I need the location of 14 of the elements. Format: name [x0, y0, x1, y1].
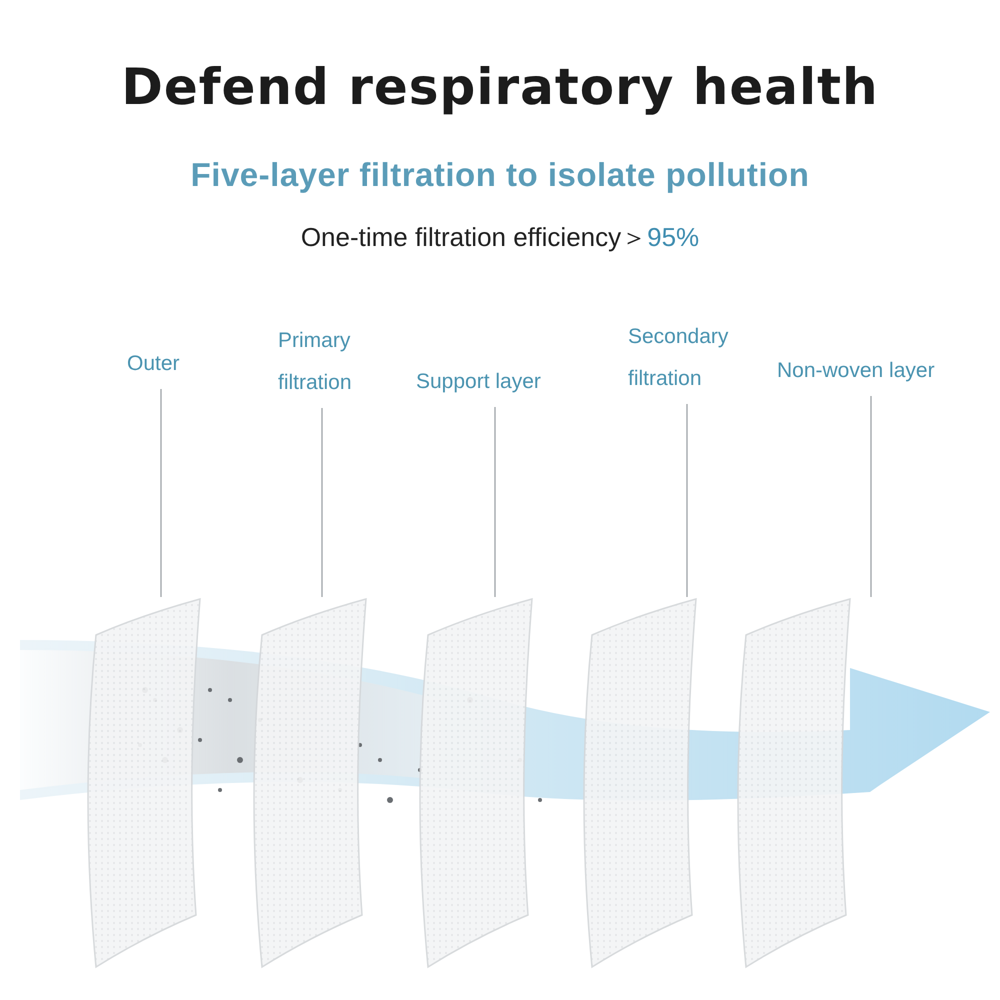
layer-label: Support layer: [416, 361, 586, 403]
layer-label: Non-woven layer: [777, 350, 977, 392]
leader-line: [160, 389, 162, 597]
leader-line: [494, 407, 496, 597]
efficiency-text: One-time filtration efficiency＞: [300, 221, 648, 254]
efficiency-value: 95%: [647, 222, 700, 253]
layer-label: Primary filtration: [278, 320, 378, 404]
leader-line: [686, 404, 688, 597]
layer-label: Secondary filtration: [628, 316, 758, 400]
leader-line: [321, 408, 323, 597]
leader-line: [870, 396, 872, 597]
title: Defend respiratory health: [121, 58, 879, 116]
layer-label: Outer: [127, 343, 207, 385]
subtitle: Five-layer filtration to isolate pollution: [190, 156, 810, 194]
